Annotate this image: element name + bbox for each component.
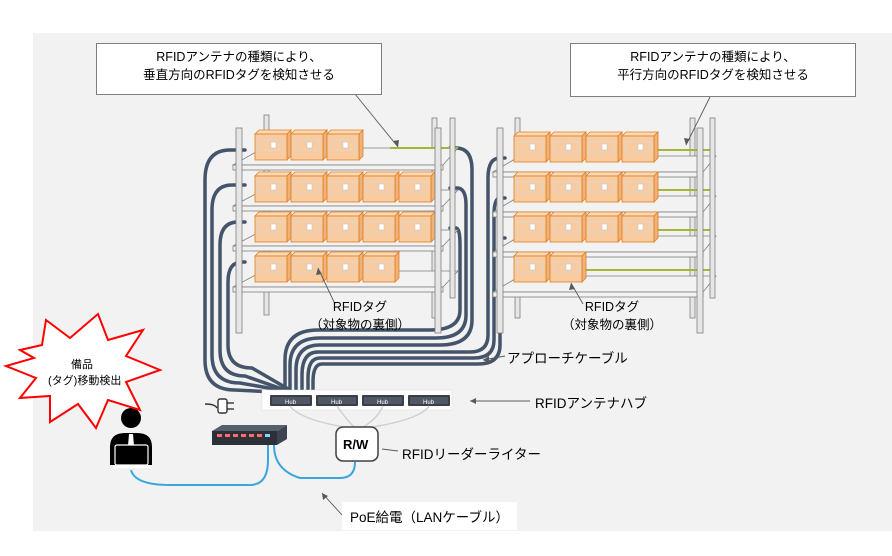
callout-right-line2: 平行方向のRFIDタグを検知させる (617, 68, 809, 82)
antenna-hub-label: RFIDアンテナハブ (535, 396, 647, 411)
hub-icon: Hub (270, 395, 312, 406)
hub-icon: Hub (316, 395, 358, 406)
hub-icon: Hub (408, 395, 450, 406)
reader-writer-description: RFIDリーダーライター (402, 447, 541, 462)
hub-label-2: Hub (331, 400, 343, 406)
rfid-tag-left-subtitle: （対象物の裏側） (309, 318, 410, 332)
reader-writer-icon: R/W (335, 426, 379, 462)
callout-parallel-detection: RFIDアンテナの種類により、 平行方向のRFIDタグを検知させる (570, 43, 856, 97)
person-laptop-icon (110, 408, 152, 468)
reader-writer-label: R/W (343, 437, 369, 452)
lan-cables (130, 444, 356, 486)
shelf-left (231, 114, 459, 334)
poe-label: PoE給電（LANケーブル） (342, 502, 517, 530)
rfid-tag-left-title: RFIDタグ (332, 300, 388, 314)
rfid-tag-label-left: RFIDタグ （対象物の裏側） (300, 298, 420, 334)
callout-left-line2: 垂直方向のRFIDタグを検知させる (143, 68, 335, 82)
shelf-right (491, 117, 717, 334)
hub-label-3: Hub (377, 400, 389, 406)
hub-label-4: Hub (423, 400, 435, 406)
alert-burst: 備品 (タグ)移動検出 (2, 312, 163, 430)
antenna-hubs: Hub Hub Hub Hub (261, 389, 453, 411)
hub-label-1: Hub (285, 400, 297, 406)
poe-switch-icon (212, 425, 287, 445)
callout-right-line1: RFIDアンテナの種類により、 (630, 50, 796, 64)
callout-left-line1: RFIDアンテナの種類により、 (156, 50, 322, 64)
rfid-tag-label-right: RFIDタグ （対象物の裏側） (552, 298, 672, 334)
approach-cable-label: アプローチケーブル (507, 351, 628, 366)
burst-line-2: (タグ)移動検出 (48, 373, 121, 387)
burst-line-1: 備品 (71, 358, 93, 371)
hub-icon: Hub (362, 395, 404, 406)
power-plug-icon (204, 398, 234, 414)
callout-vertical-detection: RFIDアンテナの種類により、 垂直方向のRFIDタグを検知させる (96, 43, 382, 95)
diagram-background (33, 33, 892, 531)
rfid-tag-right-subtitle: （対象物の裏側） (561, 318, 662, 332)
rfid-tag-right-title: RFIDタグ (584, 300, 640, 314)
